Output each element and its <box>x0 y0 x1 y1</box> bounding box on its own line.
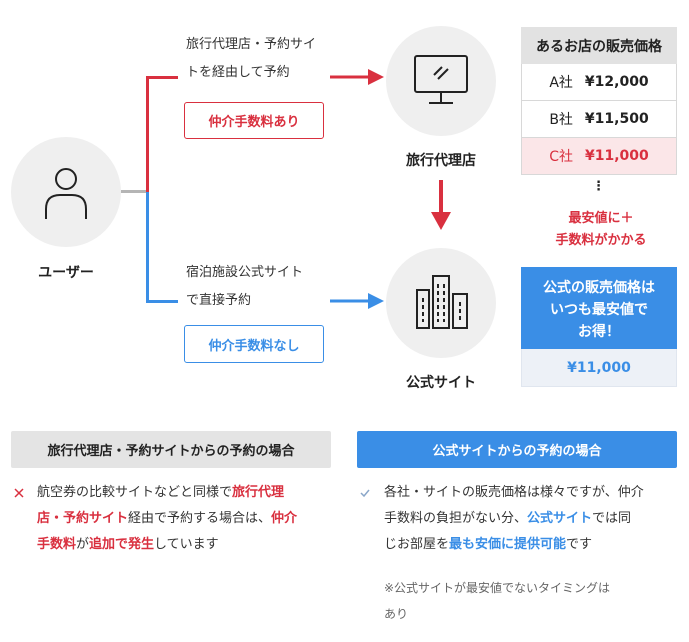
right-text: じお部屋を <box>384 537 450 552</box>
user-label: ユーザー <box>38 265 94 281</box>
left-section-title: 旅行代理店・予約サイトからの予約の場合 <box>11 431 331 468</box>
left-text: 航空券の比較サイトなどと同様で <box>37 485 233 500</box>
agency-circle <box>386 26 496 136</box>
fee-note-line1: 最安値に＋ <box>568 211 634 226</box>
official-price-box: 公式の販売価格は いつも最安値で お得！ ¥11,000 <box>521 267 677 387</box>
fee-no-badge: 仲介手数料なし <box>184 325 324 363</box>
right-text: では同 <box>592 511 632 526</box>
user-circle <box>11 137 121 247</box>
person-icon <box>45 168 87 219</box>
direct-route-line2: で直接予約 <box>186 293 252 308</box>
agency-route-vline <box>146 76 149 192</box>
left-highlight: 旅行代理 <box>232 485 285 500</box>
agency-label: 旅行代理店 <box>406 153 476 169</box>
more-dots: ⋮ <box>592 179 605 194</box>
official-price-heading: 公式の販売価格は いつも最安値で お得！ <box>521 267 677 349</box>
price-row-price: ¥11,000 <box>585 148 649 164</box>
left-highlight: 手数料 <box>37 537 77 552</box>
cross-icon <box>14 488 24 498</box>
official-price-line2: いつも最安値で <box>550 302 648 318</box>
check-icon <box>360 489 370 498</box>
left-text: が <box>76 537 90 552</box>
right-text: です <box>566 537 593 552</box>
direct-route-text: 宿泊施設公式サイト で直接予約 <box>186 259 303 315</box>
direct-route-hline <box>146 300 178 303</box>
agency-route-line1: 旅行代理店・予約サイ <box>186 37 317 52</box>
price-row-c: C社 ¥11,000 <box>521 138 677 175</box>
left-section-body: 航空券の比較サイトなどと同様で旅行代理 店・予約サイト経由で予約する場合は、仲介… <box>37 480 337 558</box>
fee-note-line2: 手数料がかかる <box>555 233 647 248</box>
right-note: ※公式サイトが最安値でないタイミングは あり <box>384 575 610 627</box>
price-table-title: あるお店の販売価格 <box>521 27 677 64</box>
buildings-icon <box>416 275 468 329</box>
agency-route-line2: トを経由して予約 <box>186 65 290 80</box>
right-note-line1: ※公式サイトが最安値でないタイミングは <box>384 581 611 595</box>
left-highlight: 仲介 <box>271 511 298 526</box>
agency-route-text: 旅行代理店・予約サイ トを経由して予約 <box>186 31 316 87</box>
fee-yes-badge: 仲介手数料あり <box>184 102 324 139</box>
left-text: 経由で予約する場合は、 <box>128 511 272 526</box>
down-arrow-icon <box>431 180 451 230</box>
price-row-price: ¥11,500 <box>584 111 649 127</box>
monitor-icon <box>414 55 468 104</box>
left-highlight: 追加で発生 <box>89 537 155 552</box>
direct-route-line1: 宿泊施設公式サイト <box>186 265 304 280</box>
right-section-body: 各社・サイトの販売価格は様々ですが、仲介 手数料の負担がない分、公式サイトでは同… <box>384 480 684 558</box>
price-row-company: C社 <box>549 149 573 165</box>
agency-route-hline <box>146 76 178 79</box>
right-section-title: 公式サイトからの予約の場合 <box>357 431 677 468</box>
price-row-price: ¥12,000 <box>584 74 649 90</box>
left-text: しています <box>154 537 219 552</box>
user-stub-line <box>121 190 147 193</box>
right-highlight: 最も安価に提供可能 <box>449 537 567 552</box>
direct-arrow-icon <box>330 293 384 309</box>
official-price-line1: 公式の販売価格は <box>543 280 655 296</box>
official-price-value: ¥11,000 <box>521 349 677 387</box>
price-table: あるお店の販売価格 A社 ¥12,000 B社 ¥11,500 C社 ¥11,0… <box>521 27 677 175</box>
price-row-company: A社 <box>549 75 573 91</box>
official-price-line3: お得！ <box>578 324 620 340</box>
right-note-line2: あり <box>384 607 409 621</box>
right-highlight: 公式サイト <box>527 511 593 526</box>
agency-arrow-icon <box>330 69 384 85</box>
right-text: 各社・サイトの販売価格は様々ですが、仲介 <box>384 485 644 500</box>
price-row-company: B社 <box>549 112 573 128</box>
left-highlight: 店・予約サイト <box>37 511 129 526</box>
direct-route-vline <box>146 192 149 303</box>
right-text: 手数料の負担がない分、 <box>384 511 528 526</box>
price-row-a: A社 ¥12,000 <box>521 64 677 101</box>
fee-note: 最安値に＋ 手数料がかかる <box>535 208 667 252</box>
official-label: 公式サイト <box>406 375 476 391</box>
official-circle <box>386 248 496 358</box>
price-row-b: B社 ¥11,500 <box>521 101 677 138</box>
